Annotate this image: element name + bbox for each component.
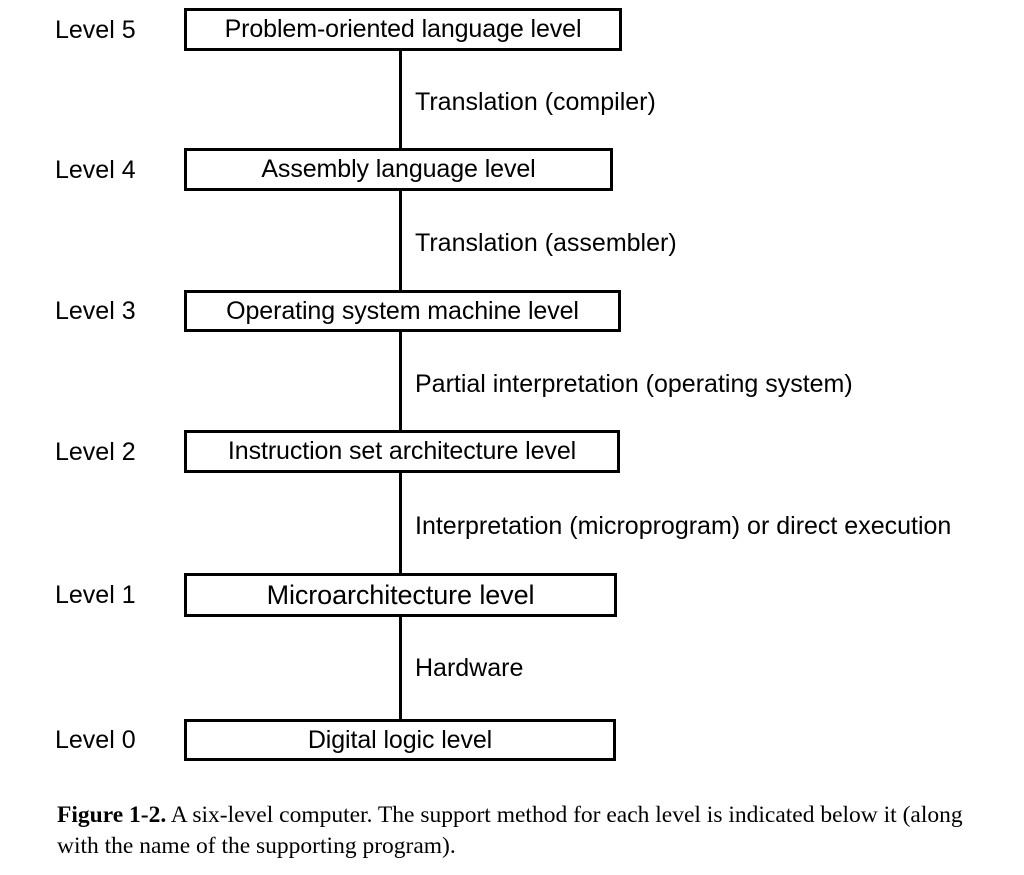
figure-caption-number: Figure 1-2. bbox=[57, 802, 167, 828]
connector-line-level2-level1 bbox=[399, 470, 402, 576]
figure-caption-text: A six-level computer. The support method… bbox=[57, 802, 963, 859]
edge-label-level4-level3: Translation (assembler) bbox=[415, 229, 677, 257]
level-box-label-5: Problem-oriented language level bbox=[224, 15, 582, 43]
level-box-label-0: Digital logic level bbox=[307, 725, 493, 754]
edge-label-level5-level4: Translation (compiler) bbox=[415, 88, 656, 116]
level-name-0: Level 0 bbox=[55, 726, 136, 754]
figure-caption: Figure 1-2. A six-level computer. The su… bbox=[57, 800, 987, 862]
level-box-0: Digital logic level bbox=[184, 719, 616, 761]
edge-label-level1-level0: Hardware bbox=[415, 654, 524, 682]
level-box-label-1: Microarchitecture level bbox=[266, 579, 535, 610]
level-name-5: Level 5 bbox=[55, 16, 136, 44]
level-name-1: Level 1 bbox=[55, 581, 136, 609]
level-name-3: Level 3 bbox=[55, 297, 136, 325]
level-box-label-2: Instruction set architecture level bbox=[227, 437, 577, 465]
level-box-3: Operating system machine level bbox=[184, 290, 621, 332]
connector-line-level3-level2 bbox=[399, 328, 402, 433]
edge-label-level2-level1: Interpretation (microprogram) or direct … bbox=[415, 512, 952, 540]
edge-label-level3-level2: Partial interpretation (operating system… bbox=[415, 370, 853, 398]
level-box-4: Assembly language level bbox=[184, 148, 613, 191]
level-box-label-3: Operating system machine level bbox=[226, 296, 579, 325]
connector-line-level4-level3 bbox=[399, 187, 402, 293]
connector-line-level1-level0 bbox=[399, 614, 402, 722]
level-box-label-4: Assembly language level bbox=[261, 155, 536, 183]
level-box-2: Instruction set architecture level bbox=[184, 430, 620, 473]
level-name-2: Level 2 bbox=[55, 438, 136, 466]
level-box-1: Microarchitecture level bbox=[184, 573, 617, 617]
connector-line-level5-level4 bbox=[399, 47, 402, 151]
level-name-4: Level 4 bbox=[55, 156, 136, 184]
level-box-5: Problem-oriented language level bbox=[184, 8, 622, 51]
